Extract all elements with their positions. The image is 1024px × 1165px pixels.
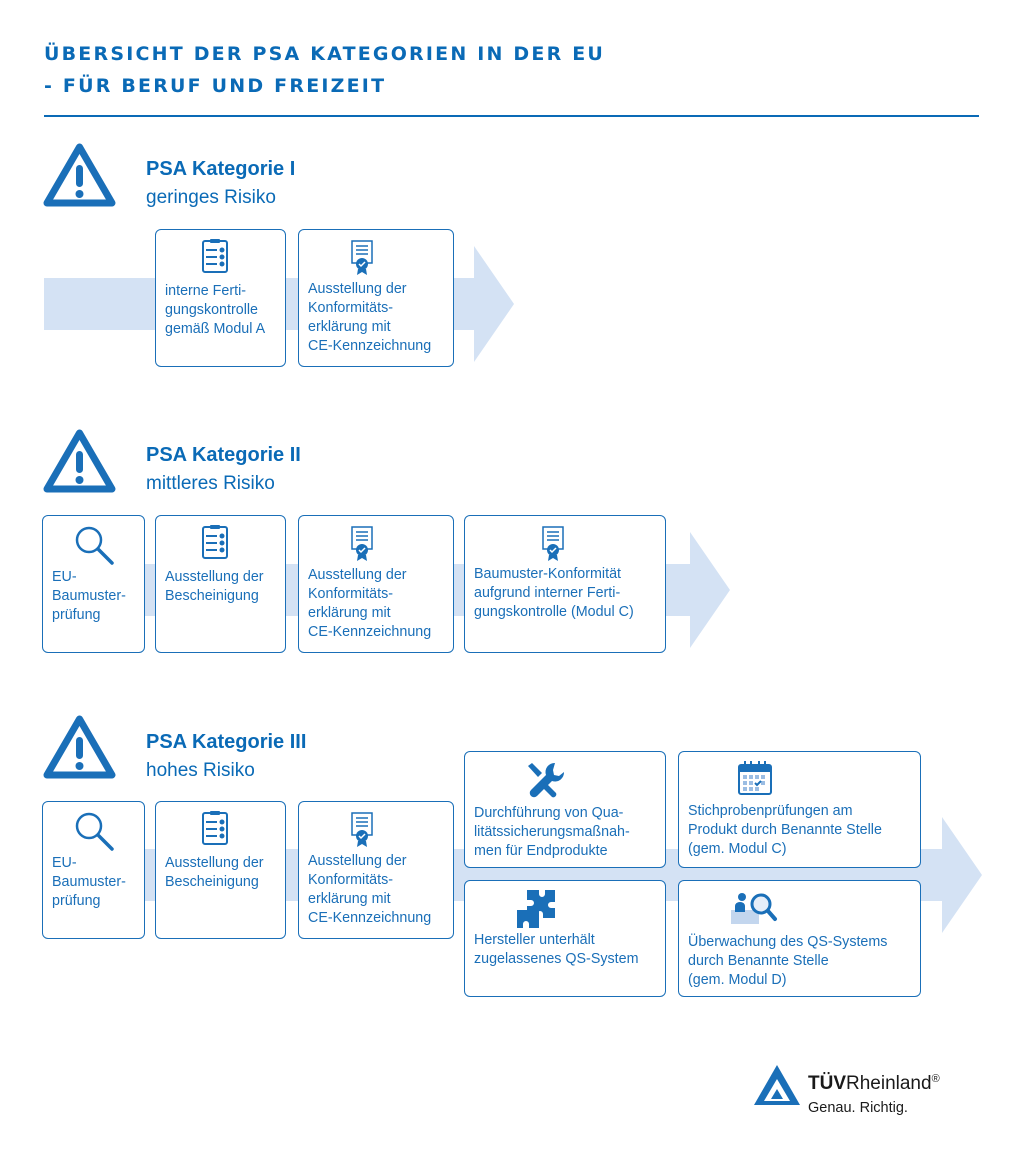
- title-divider: [44, 115, 979, 117]
- page-title: ÜBERSICHT DER PSA KATEGORIEN IN DER EU -…: [44, 38, 605, 102]
- step-text: EU- Baumuster- prüfung: [52, 569, 126, 623]
- certificate-icon: [351, 526, 373, 561]
- puzzle-icon: [517, 890, 555, 928]
- option-text: Durchführung von Qua- litätssicherungsma…: [474, 805, 630, 859]
- magnifier-icon: [75, 812, 114, 851]
- option-text: Stichprobenprüfungen am Produkt durch Be…: [688, 803, 882, 857]
- option-card: Durchführung von Qua- litätssicherungsma…: [464, 751, 666, 868]
- step-card: Ausstellung der Bescheinigung: [155, 801, 286, 939]
- step-text: Ausstellung der Konformitäts- erklärung …: [308, 281, 432, 354]
- process-arrow-cat-3: [44, 817, 982, 933]
- step-text: Baumuster-Konformität aufgrund interner …: [474, 566, 634, 620]
- logo-slogan: Genau. Richtig.: [808, 1100, 908, 1116]
- step-card: Ausstellung der Konformitäts- erklärung …: [298, 515, 454, 653]
- option-text: Hersteller unterhält zugelassenes QS-Sys…: [474, 932, 639, 967]
- category-1-risk: geringes Risiko: [146, 187, 276, 208]
- warning-icon: [43, 715, 116, 779]
- title-line-2: - FÜR BERUF UND FREIZEIT: [44, 75, 387, 97]
- logo-brand-regular: Rheinland: [846, 1073, 932, 1094]
- tuv-triangle-icon: [754, 1065, 800, 1105]
- step-card: Baumuster-Konformität aufgrund interner …: [464, 515, 666, 653]
- step-text: interne Ferti- gungskontrolle gemäß Modu…: [165, 283, 266, 337]
- step-text: Ausstellung der Bescheinigung: [165, 855, 264, 890]
- category-1-name: PSA Kategorie I: [146, 158, 296, 180]
- option-card: Hersteller unterhält zugelassenes QS-Sys…: [464, 880, 666, 997]
- step-text: EU- Baumuster- prüfung: [52, 855, 126, 909]
- tuv-rheinland-logo: TÜVRheinland® Genau. Richtig.: [752, 1063, 982, 1133]
- calendar-icon: [738, 761, 772, 795]
- warning-icon: [43, 429, 116, 493]
- checklist-icon: [202, 239, 228, 273]
- option-card: Überwachung des QS-Systems durch Benannt…: [678, 880, 921, 997]
- option-text: Überwachung des QS-Systems durch Benannt…: [688, 934, 888, 988]
- checklist-icon: [202, 525, 228, 559]
- step-card: interne Ferti- gungskontrolle gemäß Modu…: [155, 229, 286, 367]
- magnifier-icon: [75, 526, 114, 565]
- category-2-risk: mittleres Risiko: [146, 473, 275, 494]
- step-card: Ausstellung der Konformitäts- erklärung …: [298, 801, 454, 939]
- title-line-1: ÜBERSICHT DER PSA KATEGORIEN IN DER EU: [44, 43, 606, 65]
- step-card: EU- Baumuster- prüfung: [42, 515, 145, 653]
- wrench-icon: [528, 762, 565, 798]
- step-text: Ausstellung der Bescheinigung: [165, 569, 264, 604]
- step-text: Ausstellung der Konformitäts- erklärung …: [308, 567, 432, 640]
- logo-brand: TÜVRheinland®: [808, 1073, 940, 1095]
- warning-icon: [43, 143, 116, 207]
- logo-registered: ®: [931, 1073, 940, 1085]
- certificate-icon: [351, 240, 373, 275]
- inspection-icon: [731, 893, 777, 924]
- step-card: Ausstellung der Bescheinigung: [155, 515, 286, 653]
- category-2-name: PSA Kategorie II: [146, 444, 301, 466]
- step-card: EU- Baumuster- prüfung: [42, 801, 145, 939]
- category-3-name: PSA Kategorie III: [146, 731, 307, 753]
- option-card: Stichprobenprüfungen am Produkt durch Be…: [678, 751, 921, 868]
- category-3-risk: hohes Risiko: [146, 760, 255, 781]
- step-card: Ausstellung der Konformitäts- erklärung …: [298, 229, 454, 367]
- certificate-icon: [351, 812, 373, 847]
- certificate-icon: [542, 526, 564, 561]
- checklist-icon: [202, 811, 228, 845]
- step-text: Ausstellung der Konformitäts- erklärung …: [308, 853, 432, 926]
- logo-brand-bold: TÜV: [808, 1073, 846, 1094]
